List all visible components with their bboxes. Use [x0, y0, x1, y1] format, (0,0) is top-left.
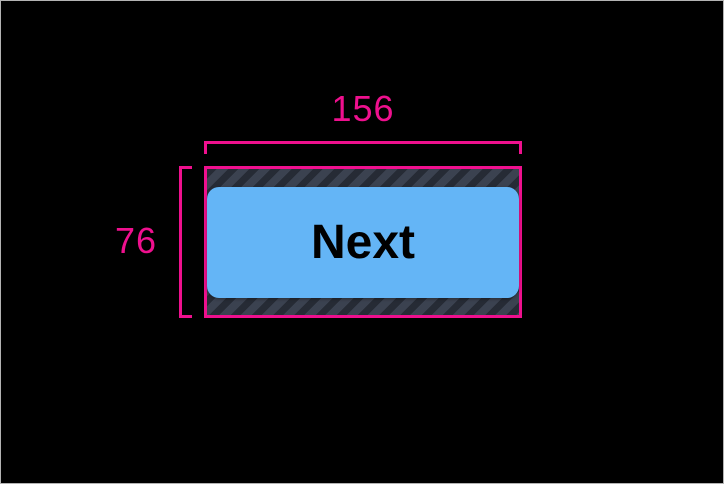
component-bounds-padding-hatch: Next: [204, 166, 522, 318]
height-measurement-label: 76: [114, 220, 158, 261]
width-measurement-bracket: [204, 141, 522, 154]
width-measurement-label: 156: [331, 88, 395, 129]
next-button[interactable]: Next: [207, 186, 519, 298]
height-measurement-bracket: [179, 166, 192, 318]
